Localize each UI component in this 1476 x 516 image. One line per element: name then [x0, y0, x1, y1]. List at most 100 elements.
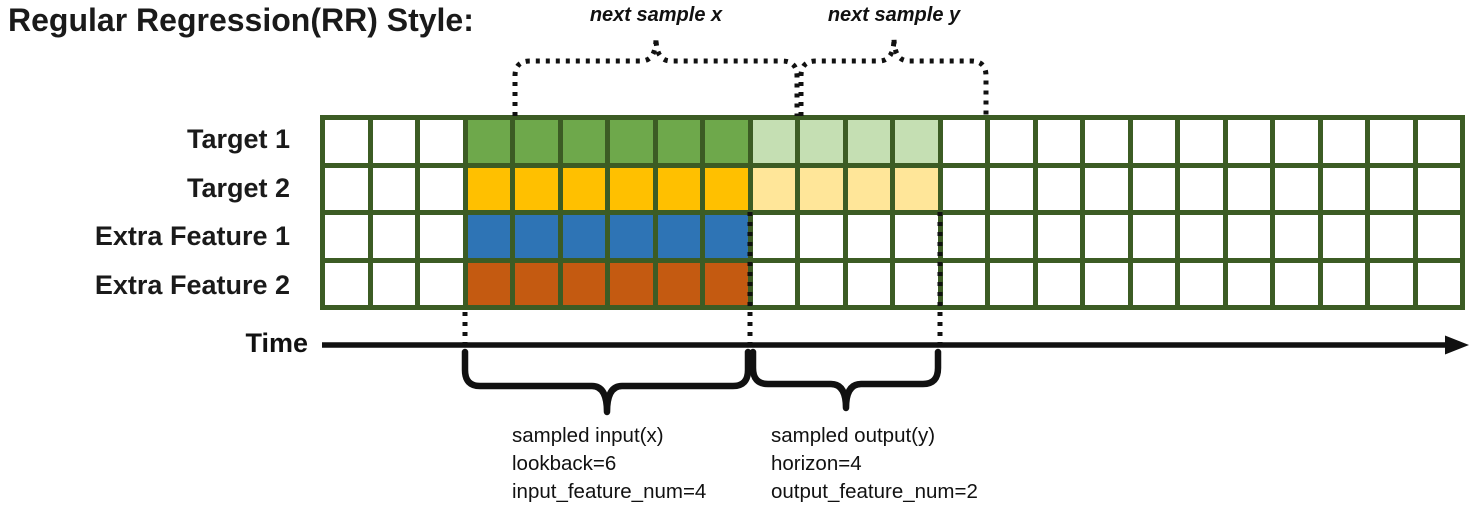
- grid-cell-r4-c5: [515, 262, 558, 305]
- grid-cell-r3-c23: [1370, 215, 1413, 258]
- sampled-output-brace: [749, 348, 942, 412]
- grid-cell-r2-c16: [1037, 167, 1080, 210]
- grid-cell-r4-c22: [1322, 262, 1365, 305]
- grid-cell-r4-c23: [1370, 262, 1413, 305]
- grid-cell-r4-c19: [1180, 262, 1223, 305]
- timeseries-grid: [320, 115, 1465, 310]
- grid-cell-r2-c2: [372, 167, 415, 210]
- row-label-target-1: Target 1: [186, 123, 290, 154]
- grid-cell-r1-c23: [1370, 120, 1413, 163]
- grid-cell-r4-c6: [562, 262, 605, 305]
- grid-cell-r1-c9: [705, 120, 748, 163]
- horizon-value: horizon=4: [771, 452, 862, 475]
- grid-cell-r3-c11: [800, 215, 843, 258]
- sampled-output-note: sampled output(y) horizon=4 output_featu…: [771, 422, 978, 506]
- next-sample-y-brace: [798, 37, 989, 116]
- sampled-input-title: sampled input(x): [512, 424, 664, 447]
- grid-cell-r3-c15: [990, 215, 1033, 258]
- grid-cell-r2-c24: [1417, 167, 1460, 210]
- sampled-input-brace: [461, 348, 752, 416]
- grid-cell-r3-c22: [1322, 215, 1365, 258]
- grid-cell-r1-c24: [1417, 120, 1460, 163]
- grid-cell-r3-c24: [1417, 215, 1460, 258]
- grid-cell-r3-c16: [1037, 215, 1080, 258]
- time-axis-arrow-head: [1445, 335, 1469, 355]
- grid-cell-r3-c3: [420, 215, 463, 258]
- grid-cell-r3-c9: [705, 215, 748, 258]
- grid-cell-r3-c21: [1275, 215, 1318, 258]
- grid-cell-r1-c7: [610, 120, 653, 163]
- grid-cell-r1-c20: [1227, 120, 1270, 163]
- grid-cell-r4-c13: [895, 262, 938, 305]
- grid-cell-r2-c13: [895, 167, 938, 210]
- grid-cell-r2-c18: [1132, 167, 1175, 210]
- grid-cell-r1-c22: [1322, 120, 1365, 163]
- grid-cell-r1-c1: [325, 120, 368, 163]
- grid-cell-r1-c17: [1085, 120, 1128, 163]
- grid-cell-r4-c14: [942, 262, 985, 305]
- grid-cell-r2-c11: [800, 167, 843, 210]
- grid-cell-r2-c20: [1227, 167, 1270, 210]
- output-feature-num-value: output_feature_num=2: [771, 480, 978, 503]
- grid-cell-r1-c19: [1180, 120, 1223, 163]
- grid-cell-r3-c20: [1227, 215, 1270, 258]
- row-labels: Target 1 Target 2 Extra Feature 1 Extra …: [0, 115, 290, 310]
- grid-cell-r2-c7: [610, 167, 653, 210]
- grid-cell-r3-c12: [847, 215, 890, 258]
- grid-cell-r2-c22: [1322, 167, 1365, 210]
- next-sample-y-label: next sample y: [827, 4, 961, 26]
- grid-cell-r4-c9: [705, 262, 748, 305]
- lookback-value: lookback=6: [512, 452, 617, 475]
- grid-cell-r4-c18: [1132, 262, 1175, 305]
- grid-cell-r1-c4: [467, 120, 510, 163]
- grid-cell-r3-c1: [325, 215, 368, 258]
- grid-cell-r2-c21: [1275, 167, 1318, 210]
- grid-cell-r4-c7: [610, 262, 653, 305]
- grid-cell-r1-c14: [942, 120, 985, 163]
- grid-cell-r3-c7: [610, 215, 653, 258]
- grid-cell-r2-c6: [562, 167, 605, 210]
- grid-cell-r2-c15: [990, 167, 1033, 210]
- row-label-target-2: Target 2: [186, 172, 290, 203]
- grid-cell-r1-c12: [847, 120, 890, 163]
- grid-cell-r2-c19: [1180, 167, 1223, 210]
- grid-cell-r2-c9: [705, 167, 748, 210]
- input-feature-num-value: input_feature_num=4: [512, 480, 707, 503]
- grid-cell-r2-c12: [847, 167, 890, 210]
- grid-cell-r3-c10: [752, 215, 795, 258]
- grid-cell-r1-c6: [562, 120, 605, 163]
- grid-cell-r2-c8: [657, 167, 700, 210]
- grid-cell-r1-c2: [372, 120, 415, 163]
- grid-cell-r4-c2: [372, 262, 415, 305]
- grid-cell-r1-c21: [1275, 120, 1318, 163]
- next-sample-x-label: next sample x: [589, 4, 723, 26]
- row-label-extra-feature-1: Extra Feature 1: [94, 221, 290, 252]
- grid-cell-r1-c16: [1037, 120, 1080, 163]
- grid-cell-r4-c1: [325, 262, 368, 305]
- grid-cell-r3-c14: [942, 215, 985, 258]
- grid-cell-r2-c14: [942, 167, 985, 210]
- grid-cell-r3-c19: [1180, 215, 1223, 258]
- grid-cell-r4-c10: [752, 262, 795, 305]
- grid-cell-r1-c11: [800, 120, 843, 163]
- grid-cell-r3-c18: [1132, 215, 1175, 258]
- grid-cell-r3-c5: [515, 215, 558, 258]
- grid-cell-r2-c10: [752, 167, 795, 210]
- grid-cell-r1-c18: [1132, 120, 1175, 163]
- sampled-output-title: sampled output(y): [771, 424, 936, 447]
- grid-cell-r4-c17: [1085, 262, 1128, 305]
- sampled-input-note: sampled input(x) lookback=6 input_featur…: [512, 422, 706, 506]
- grid-cell-r2-c3: [420, 167, 463, 210]
- grid-cell-r3-c17: [1085, 215, 1128, 258]
- time-axis-label: Time: [245, 328, 308, 358]
- grid-cell-r3-c13: [895, 215, 938, 258]
- figure-title: Regular Regression(RR) Style:: [8, 2, 474, 38]
- grid-cell-r4-c8: [657, 262, 700, 305]
- grid-cell-r4-c15: [990, 262, 1033, 305]
- grid-cell-r1-c10: [752, 120, 795, 163]
- grid-cell-r3-c6: [562, 215, 605, 258]
- grid-cell-r4-c24: [1417, 262, 1460, 305]
- grid-cell-r2-c17: [1085, 167, 1128, 210]
- grid-cell-r4-c21: [1275, 262, 1318, 305]
